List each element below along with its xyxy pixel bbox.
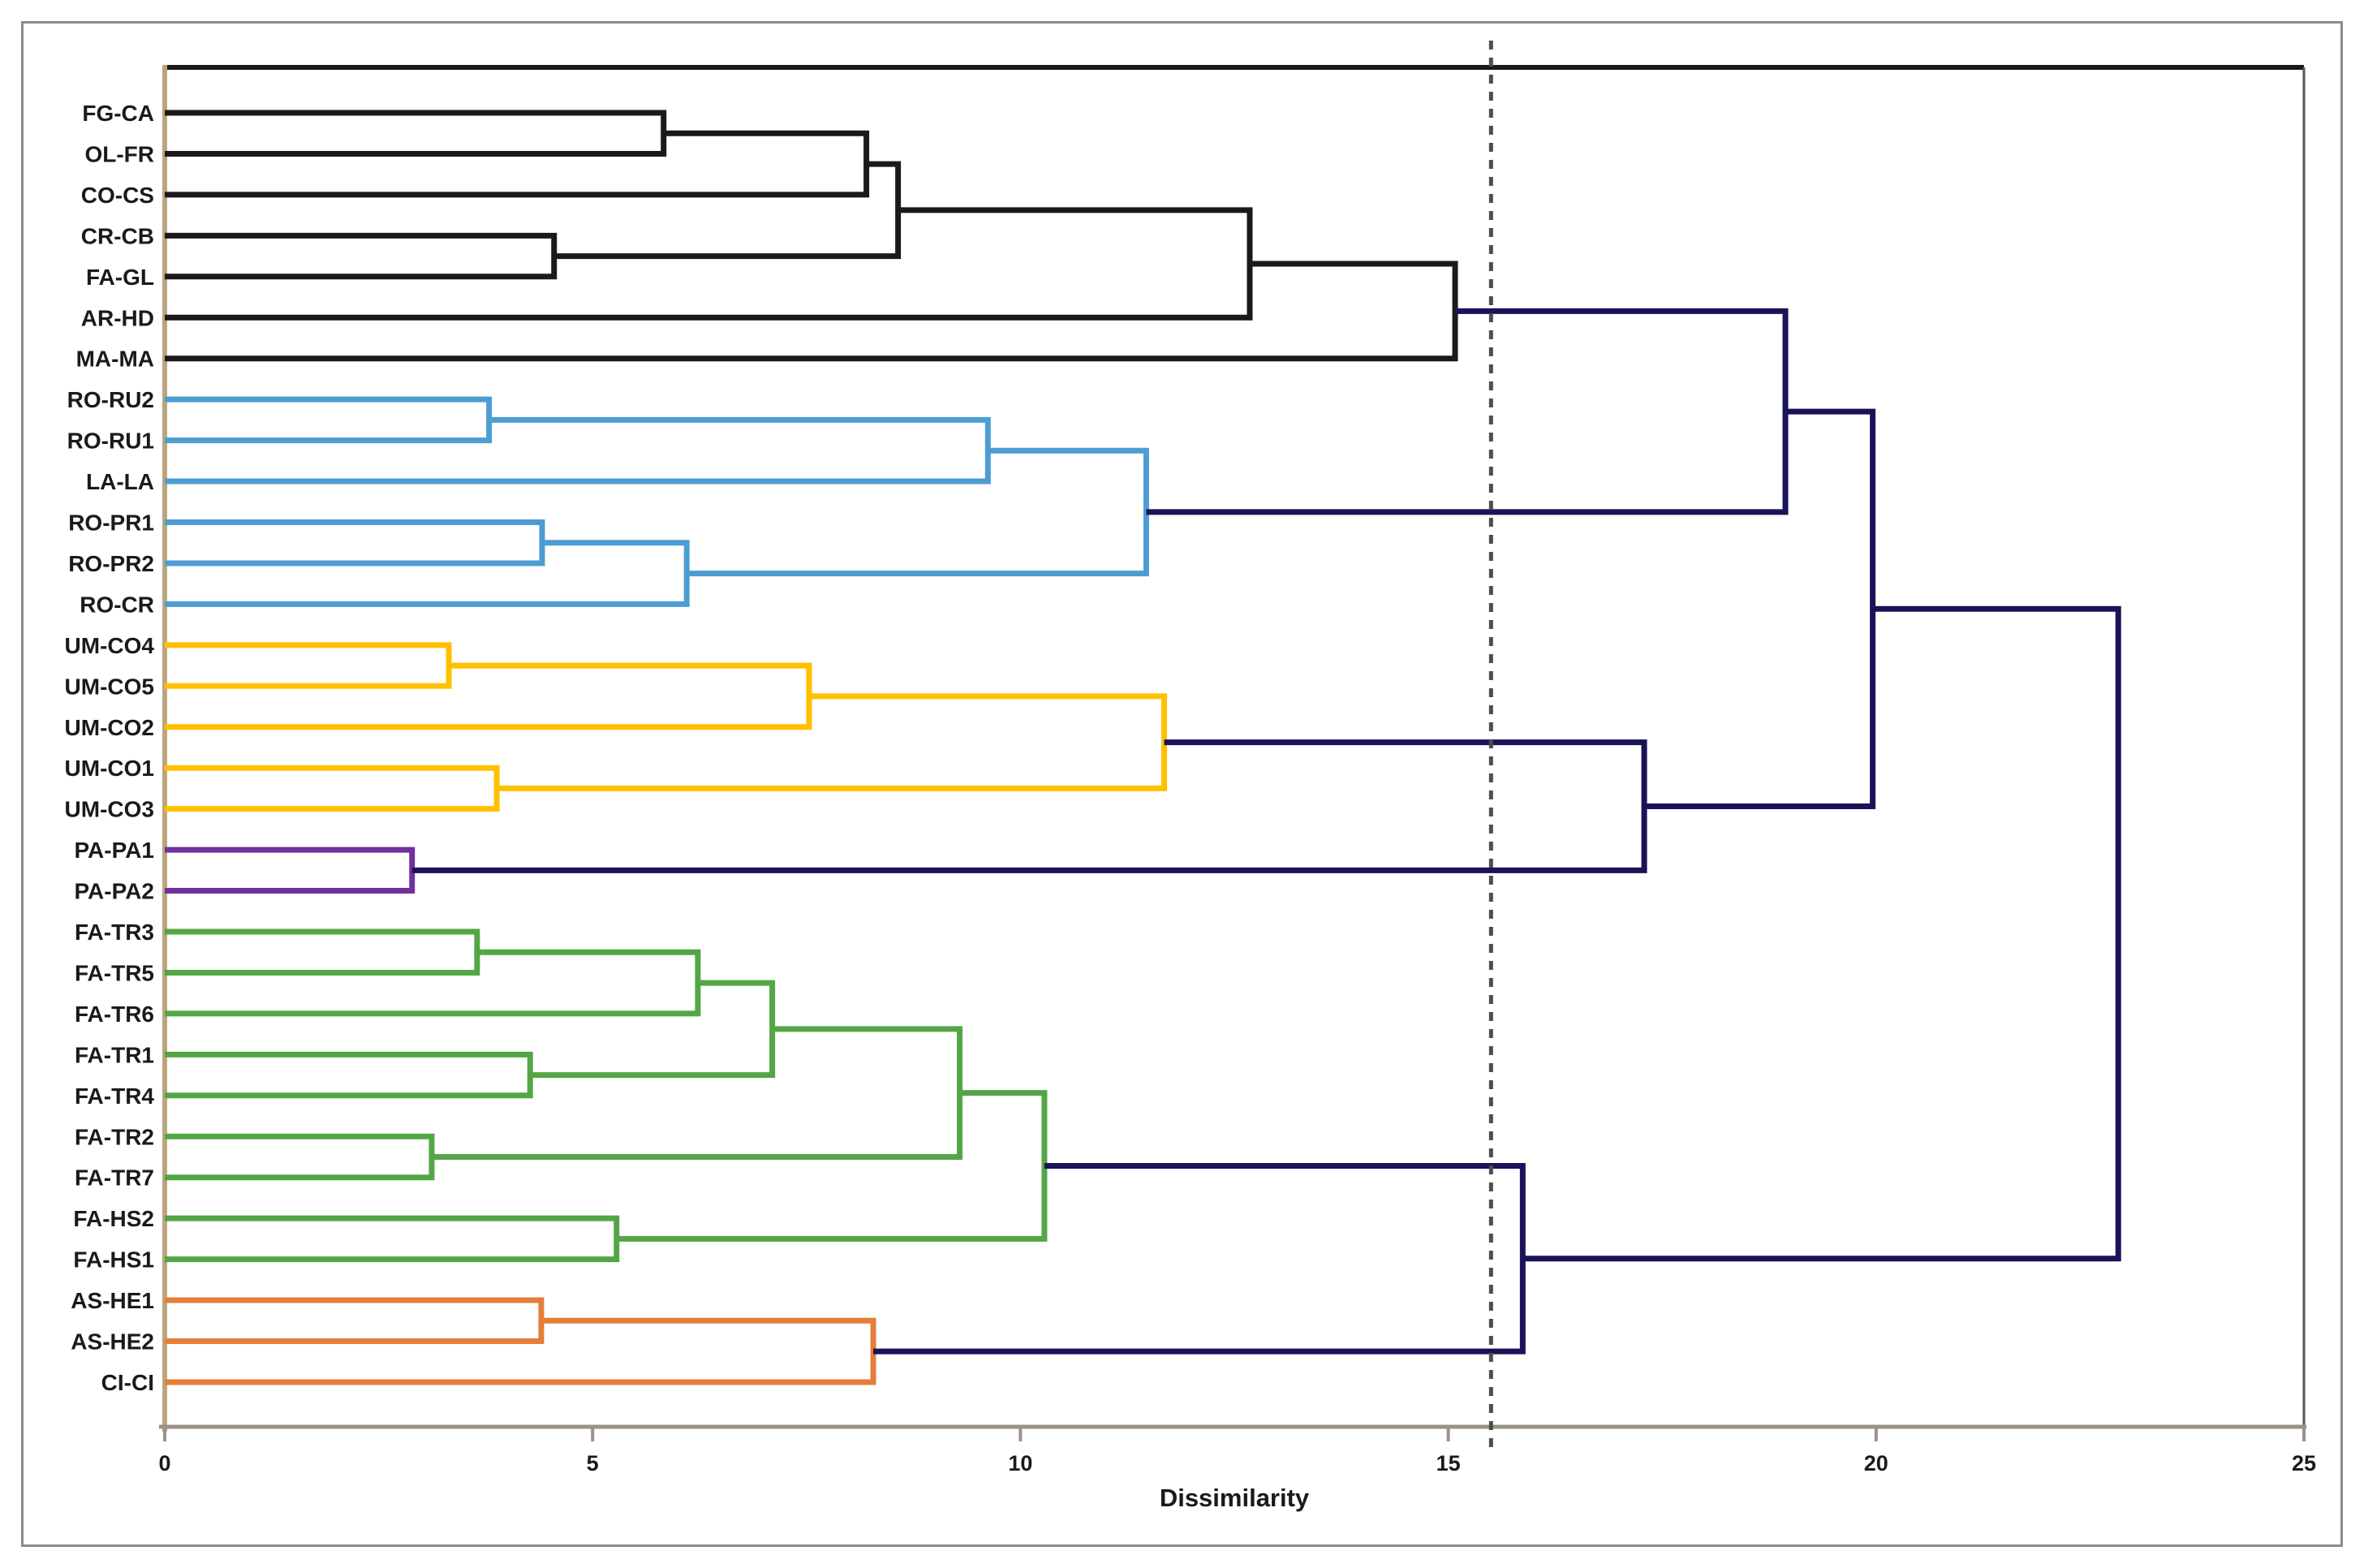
merge-link-m8 — [165, 416, 991, 485]
leaf-label-la-la: LA-LA — [86, 469, 154, 494]
leaf-label-ro-ru2: RO-RU2 — [67, 387, 154, 412]
leaf-label-ar-hd: AR-HD — [81, 305, 154, 330]
x-axis-title: Dissimilarity — [1160, 1484, 1310, 1512]
leaf-label-cr-cb: CR-CB — [81, 223, 154, 248]
merge-link-m18 — [411, 739, 1647, 873]
x-axis-tick-label: 0 — [158, 1451, 170, 1475]
leaf-label-fa-tr2: FA-TR2 — [75, 1124, 154, 1149]
leaf-label-um-co5: UM-CO5 — [65, 674, 154, 699]
leaf-label-fa-hs2: FA-HS2 — [73, 1206, 154, 1231]
leaf-label-fa-hs1: FA-HS1 — [73, 1247, 154, 1273]
leaf-label-fa-tr7: FA-TR7 — [75, 1165, 154, 1191]
x-axis-tick-label: 15 — [1436, 1451, 1461, 1475]
x-axis-tick-label: 10 — [1008, 1451, 1032, 1475]
merge-link-m3 — [165, 232, 558, 280]
leaf-label-um-co4: UM-CO4 — [65, 633, 155, 658]
merge-link-m28 — [165, 1297, 545, 1344]
merge-link-m31 — [1522, 605, 2121, 1262]
leaf-label-co-cs: CO-CS — [81, 183, 154, 208]
merge-link-m7 — [165, 396, 493, 444]
x-axis-tick-label: 5 — [587, 1451, 599, 1475]
leaf-label-ol-fr: OL-FR — [84, 141, 154, 166]
leaf-label-fa-tr1: FA-TR1 — [75, 1042, 154, 1067]
merge-link-m27 — [616, 1090, 1048, 1242]
leaf-label-um-co1: UM-CO1 — [65, 756, 154, 781]
leaf-label-ro-pr2: RO-PR2 — [68, 551, 154, 576]
leaf-label-ci-ci: CI-CI — [101, 1370, 154, 1395]
merge-link-m15 — [165, 765, 500, 812]
leaf-label-fa-tr3: FA-TR3 — [75, 920, 154, 945]
leaf-label-pa-pa2: PA-PA2 — [74, 879, 154, 904]
leaf-label-fa-tr4: FA-TR4 — [75, 1083, 154, 1109]
merge-link-m1 — [165, 110, 667, 157]
merge-link-m12 — [1146, 308, 1789, 515]
merge-link-m11 — [687, 447, 1149, 577]
merge-link-m24 — [165, 1133, 435, 1181]
leaf-label-um-co2: UM-CO2 — [65, 715, 154, 740]
leaf-label-ro-pr1: RO-PR1 — [68, 510, 154, 536]
merge-link-m10 — [165, 540, 690, 607]
leaf-label-ro-cr: RO-CR — [80, 592, 154, 617]
leaf-label-fa-gl: FA-GL — [86, 265, 154, 290]
merge-link-m9 — [165, 519, 545, 566]
leaf-label-ma-ma: MA-MA — [76, 347, 154, 372]
merge-link-m16 — [497, 693, 1168, 791]
x-axis-tick-label: 20 — [1864, 1451, 1888, 1475]
merge-link-m13 — [165, 642, 452, 689]
merge-link-m26 — [165, 1215, 620, 1263]
leaf-label-fg-ca: FG-CA — [82, 101, 154, 126]
leaf-label-ro-ru1: RO-RU1 — [67, 429, 154, 454]
merge-link-m17 — [165, 846, 416, 894]
leaf-label-fa-tr6: FA-TR6 — [75, 1002, 154, 1027]
leaf-label-pa-pa1: PA-PA1 — [74, 838, 154, 863]
leaf-label-as-he1: AS-HE1 — [71, 1288, 154, 1313]
merge-link-m29 — [165, 1317, 876, 1385]
merge-link-m2 — [165, 130, 870, 198]
merge-link-m14 — [165, 662, 812, 730]
merge-link-m4 — [553, 161, 902, 260]
merge-link-m30 — [873, 1163, 1526, 1355]
merge-link-m22 — [165, 1051, 533, 1099]
x-axis-tick-label: 25 — [2292, 1451, 2316, 1475]
merge-link-m21 — [165, 949, 701, 1017]
merge-link-m23 — [530, 980, 776, 1079]
merge-link-m5 — [165, 207, 1253, 321]
leaf-label-um-co3: UM-CO3 — [65, 797, 154, 822]
leaf-label-fa-tr5: FA-TR5 — [75, 960, 154, 985]
merge-link-m19 — [1644, 408, 1876, 809]
leaf-label-as-he2: AS-HE2 — [71, 1329, 154, 1355]
merge-link-m20 — [165, 928, 480, 976]
